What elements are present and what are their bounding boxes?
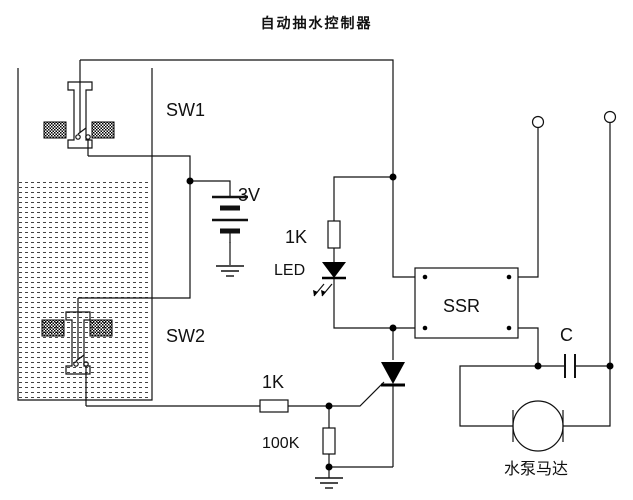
scr-symbol [381, 362, 405, 387]
float-switch-sw1 [43, 60, 115, 156]
label-battery: 3V [238, 185, 260, 205]
resistor-1k-gate [259, 399, 289, 413]
label-r-pulldown: 100K [262, 435, 300, 452]
label-sw2: SW2 [166, 326, 205, 346]
label-motor: 水泵马达 [504, 459, 568, 478]
capacitor-symbol [564, 354, 576, 378]
resistor-100k [322, 427, 336, 455]
led-symbol [313, 262, 346, 297]
label-r-led: 1K [285, 227, 307, 247]
diagram-title: 自动抽水控制器 [260, 16, 373, 32]
resistor-1k-led [327, 220, 341, 249]
float-switch-sw2 [41, 298, 113, 406]
junction-dots [186, 173, 614, 471]
water-tank [17, 68, 153, 401]
ground-symbol-battery [216, 265, 244, 277]
label-ssr: SSR [443, 296, 480, 316]
label-led: LED [274, 262, 305, 279]
power-terminal-left [531, 115, 545, 129]
ground-symbol-pulldown [315, 477, 343, 489]
power-terminal-right [603, 110, 617, 124]
label-r-gate: 1K [262, 372, 284, 392]
label-capacitor: C [560, 325, 573, 345]
battery-symbol [212, 195, 248, 243]
ssr-module [414, 267, 519, 339]
wires [78, 59, 611, 478]
label-sw1: SW1 [166, 100, 205, 120]
pump-motor-symbol [512, 400, 564, 452]
